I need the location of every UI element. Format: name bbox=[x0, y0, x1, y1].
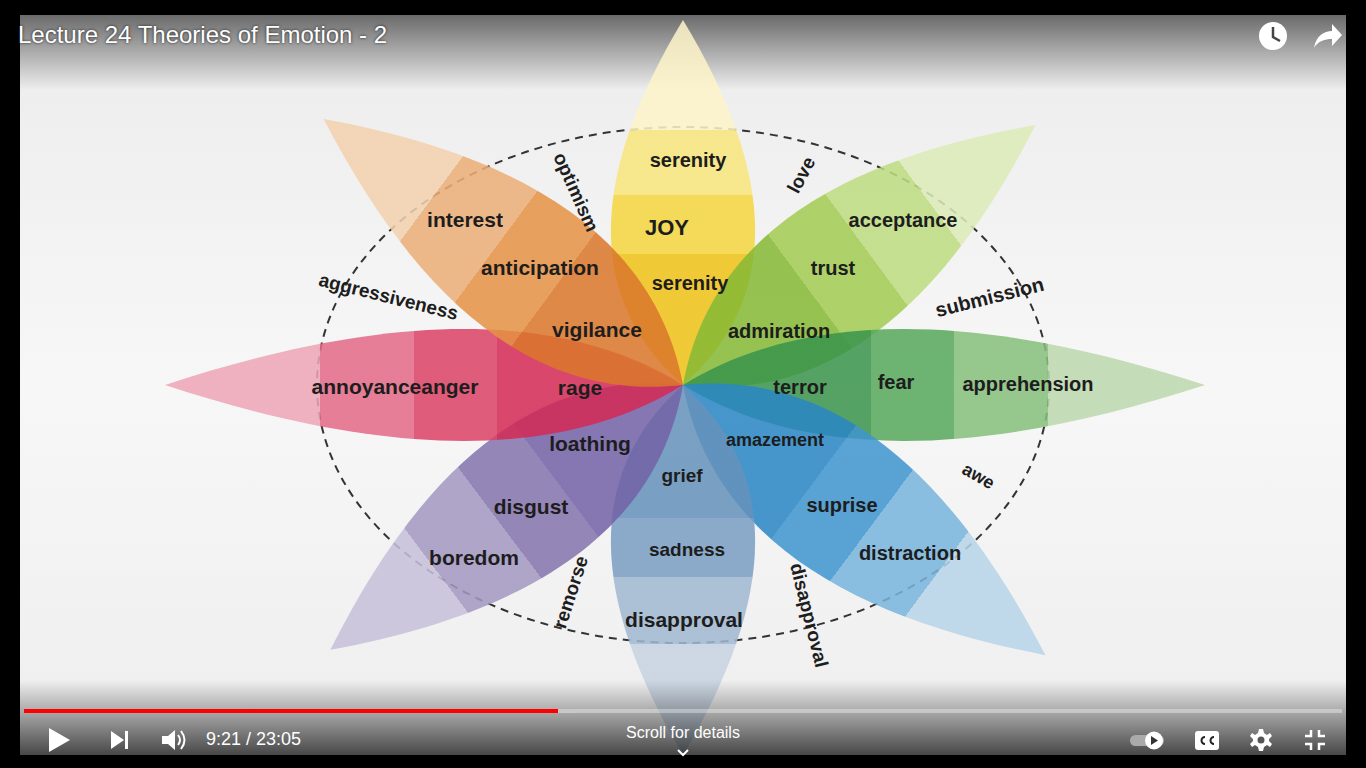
emotion-word: serenity bbox=[652, 272, 729, 294]
petal-outline bbox=[281, 61, 726, 443]
settings-gear bbox=[1250, 729, 1272, 751]
captions-icon bbox=[1195, 731, 1219, 750]
emotion-word: sadness bbox=[649, 540, 725, 561]
emotion-word: serenity bbox=[650, 149, 727, 171]
petal-shape bbox=[321, 117, 685, 389]
emotion-word: admiration bbox=[728, 320, 830, 342]
video-area bbox=[20, 15, 1346, 755]
emotion-word: vigilance bbox=[552, 318, 642, 341]
emotion-word: interest bbox=[427, 208, 503, 231]
emotion-word: grief bbox=[661, 466, 702, 487]
emotion-word: trust bbox=[811, 257, 855, 279]
captions-marks bbox=[1202, 737, 1214, 744]
emotion-word: anticipation bbox=[481, 256, 599, 279]
emotion-word: boredom bbox=[429, 546, 519, 569]
volume-waves bbox=[178, 731, 185, 749]
settings-icon bbox=[1250, 729, 1272, 751]
scroll-chevron bbox=[678, 750, 688, 755]
fullscreen-icon bbox=[1305, 730, 1325, 750]
emotion-word: loathing bbox=[549, 432, 631, 455]
controls-shade bbox=[20, 680, 1346, 755]
emotion-word: rage bbox=[558, 376, 602, 399]
emotion-word: suprise bbox=[806, 494, 877, 516]
video-title: Lecture 24 Theories of Emotion - 2 bbox=[18, 22, 387, 48]
autoplay-toggle bbox=[1130, 735, 1164, 746]
emotion-word: JOY bbox=[645, 216, 689, 240]
progress-track bbox=[24, 709, 1342, 713]
share-icon bbox=[1314, 24, 1342, 48]
volume-icon bbox=[162, 730, 175, 750]
progress-buffered bbox=[24, 709, 578, 713]
progress-played bbox=[24, 709, 558, 713]
header-icons bbox=[1259, 22, 1342, 50]
emotion-word: apprehension bbox=[962, 373, 1093, 395]
emotion-word: distraction bbox=[859, 542, 961, 564]
play-icon bbox=[49, 728, 70, 752]
scroll-hint: Scroll for details bbox=[626, 724, 740, 742]
emotion-word: acceptance bbox=[849, 209, 958, 231]
watch-later-hands bbox=[1273, 27, 1280, 41]
emotion-word: disgust bbox=[494, 495, 569, 518]
next-icon bbox=[111, 731, 124, 749]
emotion-word: annoyanceanger bbox=[312, 375, 479, 398]
emotion-petal: interest anticipation vigilance bbox=[321, 117, 685, 389]
emotion-word: fear bbox=[878, 371, 915, 393]
emotion-word: terror bbox=[773, 376, 826, 398]
emotion-word: amazement bbox=[726, 431, 824, 451]
settings-hole bbox=[1258, 737, 1265, 744]
emotion-word: disapproval bbox=[625, 608, 743, 631]
autoplay-knob bbox=[1145, 732, 1163, 750]
autoplay-play bbox=[1151, 736, 1158, 745]
time-display: 9:21 / 23:05 bbox=[206, 730, 301, 750]
next-bar bbox=[125, 731, 128, 749]
watch-later-icon bbox=[1259, 22, 1287, 50]
